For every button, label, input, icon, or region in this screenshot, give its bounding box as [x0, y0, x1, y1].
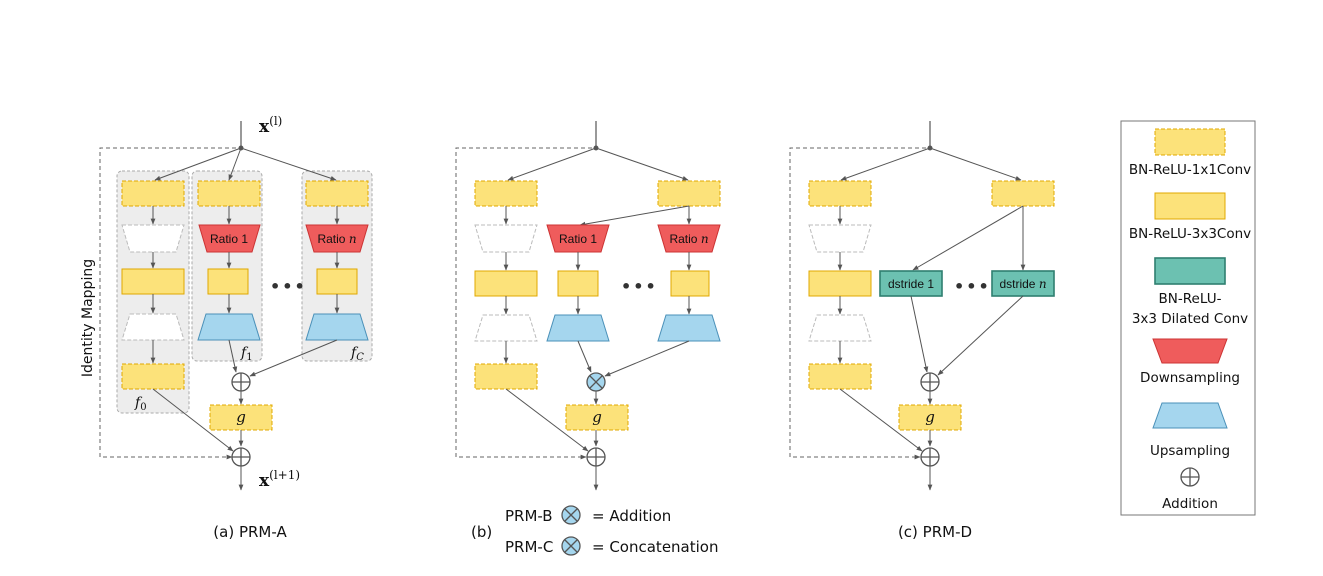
identity-mapping-path: [789, 147, 926, 460]
svg-text:g: g: [236, 408, 246, 426]
upsampling-placeholder: [121, 313, 185, 341]
svg-text:BN-ReLU-: BN-ReLU-: [1159, 291, 1222, 307]
downsampling-box: [198, 224, 261, 253]
upsampling-box: [546, 314, 610, 342]
conv1x1-box: [121, 180, 185, 207]
ellipsis: •••: [621, 277, 658, 296]
addition-icon: [1180, 467, 1200, 487]
g-conv-box: [898, 404, 962, 431]
conv1x1-box: [121, 363, 185, 390]
addition-node: [920, 372, 940, 392]
dilated-conv-icon: [1154, 257, 1226, 285]
svg-text:PRM-B: PRM-B: [505, 507, 553, 525]
upsampling-placeholder: [474, 314, 538, 342]
conv3x3-box: [557, 270, 599, 297]
dilated-conv-box: [991, 270, 1055, 297]
svg-text:g: g: [925, 408, 935, 426]
svg-text:g: g: [592, 408, 602, 426]
conv1x1-box: [991, 180, 1055, 207]
svg-text:f1: f1: [240, 345, 253, 363]
conv1x1-box: [657, 180, 721, 207]
conv1x1-box: [808, 363, 872, 390]
downsampling-placeholder: [808, 224, 872, 253]
conv3x3-box: [207, 268, 249, 295]
prm-d-panel: dstride 1 ••• dstride n g (c) PRM-D: [789, 121, 1055, 541]
combine-node: [586, 372, 606, 392]
svg-text:Addition: Addition: [1162, 496, 1218, 512]
addition-node: [231, 447, 251, 467]
addition-node: [231, 372, 251, 392]
svg-text:= Addition: = Addition: [592, 507, 671, 525]
conv1x1-icon: [1154, 128, 1226, 156]
addition-node: [586, 447, 606, 467]
svg-text:Ratio 1: Ratio 1: [559, 232, 597, 246]
svg-text:BN-ReLU-3x3Conv: BN-ReLU-3x3Conv: [1129, 226, 1251, 242]
svg-text:dstride n: dstride n: [999, 277, 1046, 291]
conv1x1-box: [808, 180, 872, 207]
downsampling-box: [546, 224, 610, 253]
svg-text:f0: f0: [134, 395, 147, 413]
conv3x3-box: [670, 270, 710, 297]
legend-frame: [1120, 120, 1256, 516]
svg-text:Downsampling: Downsampling: [1140, 370, 1240, 386]
dilated-conv-box: [879, 270, 943, 297]
svg-text:Upsampling: Upsampling: [1150, 443, 1230, 459]
conv1x1-box: [474, 180, 538, 207]
prm-a-panel: Identity Mapping x(l) f0 Ratio 1 f: [80, 114, 373, 541]
legend: BN-ReLU-1x1Conv BN-ReLU-3x3Conv BN-ReLU-…: [1120, 120, 1256, 516]
identity-mapping-label: Identity Mapping: [80, 259, 96, 377]
downsampling-placeholder: [474, 224, 538, 253]
svg-text:Ratio n: Ratio n: [669, 232, 708, 246]
conv3x3-icon: [1154, 192, 1226, 220]
svg-text:dstride 1: dstride 1: [888, 277, 934, 291]
g-conv-box: [565, 404, 629, 431]
input-label: x(l): [259, 114, 282, 137]
combine-icon: [561, 505, 581, 525]
svg-text:3x3 Dilated Conv: 3x3 Dilated Conv: [1132, 311, 1248, 327]
conv3x3-box: [808, 270, 872, 297]
svg-text:BN-ReLU-1x1Conv: BN-ReLU-1x1Conv: [1129, 162, 1251, 178]
caption-prm-b: (b): [471, 523, 492, 541]
upsampling-box: [197, 313, 261, 341]
downsampling-box: [305, 224, 369, 253]
identity-mapping-path: [99, 147, 236, 460]
svg-text:fC: fC: [350, 345, 364, 363]
conv3x3-box: [316, 268, 358, 295]
downsampling-placeholder: [121, 224, 185, 253]
conv1x1-box: [474, 363, 538, 390]
ellipsis: •••: [270, 277, 307, 296]
identity-mapping-path: [455, 147, 592, 460]
downsampling-icon: [1152, 338, 1228, 364]
caption-prm-d: (c) PRM-D: [898, 523, 972, 541]
downsampling-box: [657, 224, 721, 253]
ellipsis: •••: [954, 277, 991, 296]
upsampling-box: [657, 314, 721, 342]
upsampling-icon: [1152, 402, 1228, 429]
conv1x1-box: [305, 180, 369, 207]
conv3x3-box: [121, 268, 185, 295]
upsampling-box: [305, 313, 369, 341]
svg-text:Ratio 1: Ratio 1: [210, 232, 248, 246]
svg-text:PRM-C: PRM-C: [505, 538, 553, 556]
addition-node: [920, 447, 940, 467]
combine-icon: [561, 536, 581, 556]
upsampling-placeholder: [808, 314, 872, 342]
caption-prm-a: (a) PRM-A: [213, 523, 287, 541]
conv1x1-box: [197, 180, 261, 207]
conv3x3-box: [474, 270, 538, 297]
output-label: x(l+1): [259, 468, 300, 491]
svg-text:Ratio n: Ratio n: [317, 232, 356, 246]
svg-text:= Concatenation: = Concatenation: [592, 538, 718, 556]
prm-b-panel: Ratio 1 ••• Ratio n g (: [455, 121, 721, 556]
g-conv-box: [209, 404, 273, 431]
